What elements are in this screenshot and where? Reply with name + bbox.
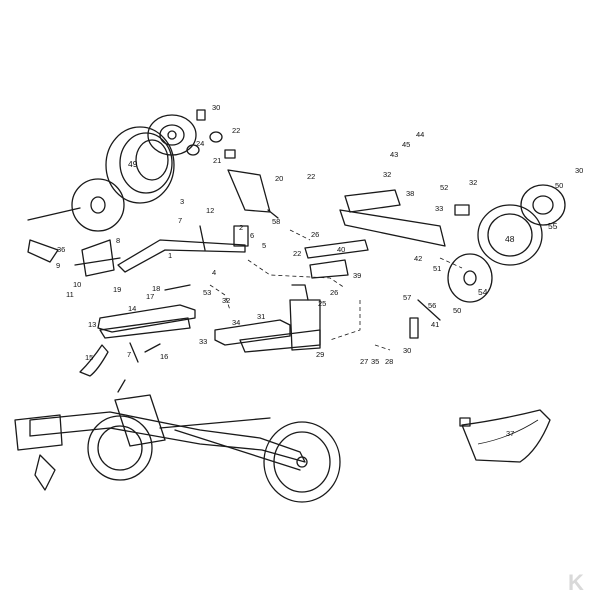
part-label: 34: [232, 318, 240, 327]
part-label: 22: [307, 172, 315, 181]
part-label: 7: [178, 216, 182, 225]
part-label: 26: [311, 230, 319, 239]
part-label: 21: [213, 156, 221, 165]
upper-frame-bar: [117, 225, 249, 273]
part-label: 25: [318, 299, 326, 308]
part-label: 36: [57, 245, 65, 254]
part-label: 48: [505, 234, 515, 244]
assembled-machine: [29, 379, 306, 471]
brand-logo: K: [568, 570, 584, 595]
part-labels: 30 22 24 49 21 20 22 3 12 7 58 2 6 5 1 8…: [56, 103, 583, 438]
assembled-tine-rotor: [14, 414, 63, 491]
middle-frame-left: [97, 284, 196, 339]
left-wheel-hub-rear: [147, 114, 197, 156]
part-label: 49: [128, 159, 138, 169]
left-wheel-tire: [105, 126, 175, 204]
part-label: 12: [206, 206, 214, 215]
part-label: 9: [56, 261, 60, 270]
part-label: 26: [330, 288, 338, 297]
part-label: 29: [316, 350, 324, 359]
right-wheel-hub: [520, 184, 566, 226]
part-label: 22: [232, 126, 240, 135]
left-tine-rotor: [27, 239, 121, 277]
part-label: 17: [146, 292, 154, 301]
right-wheel-rim: [447, 253, 493, 303]
part-label: 27: [360, 357, 368, 366]
part-label: 53: [203, 288, 211, 297]
right-wheel-tire: [477, 204, 543, 266]
part-label: 8: [116, 236, 120, 245]
part-label: 11: [66, 290, 74, 299]
part-label: 31: [257, 312, 265, 321]
part-label: 16: [160, 352, 168, 361]
part-label: 35: [371, 357, 379, 366]
part-label: 24: [196, 139, 204, 148]
part-label: 43: [390, 150, 398, 159]
part-label: 55: [548, 221, 558, 231]
hiller-blade: [459, 409, 551, 463]
part-label: 4: [212, 268, 216, 277]
part-label: 57: [403, 293, 411, 302]
part-label: 30: [212, 103, 220, 112]
assembly-guide-lines: [209, 229, 463, 351]
part-label: 14: [128, 304, 136, 313]
part-label: 50: [453, 306, 461, 315]
part-label: 54: [478, 287, 488, 297]
skid-plate: [79, 342, 161, 377]
part-label: 58: [272, 217, 280, 226]
part-label: 18: [152, 284, 160, 293]
part-label: 3: [180, 197, 184, 206]
part-label: 30: [403, 346, 411, 355]
part-label: 33: [435, 204, 443, 213]
part-label: 30: [575, 166, 583, 175]
part-label: 22: [293, 249, 301, 258]
part-label: 2: [239, 223, 243, 232]
part-label: 15: [85, 353, 93, 362]
left-wheel-bearing-parts: [186, 109, 236, 159]
part-label: 51: [433, 264, 441, 273]
part-label: 56: [428, 301, 436, 310]
left-wheel-rim-front: [27, 178, 125, 232]
part-label: 7: [127, 350, 131, 359]
part-label: 13: [88, 320, 96, 329]
part-label: 1: [168, 251, 172, 260]
assembled-front-wheel: [87, 415, 153, 481]
right-frame-bar: [304, 189, 446, 279]
right-axle-parts: [409, 204, 470, 339]
part-label: 42: [414, 254, 422, 263]
part-label: 10: [73, 280, 81, 289]
part-label: 52: [440, 183, 448, 192]
part-label: 41: [431, 320, 439, 329]
part-label: 32: [469, 178, 477, 187]
part-label: 50: [555, 181, 563, 190]
part-label: 20: [275, 174, 283, 183]
brand-logo-letter: K: [568, 570, 584, 595]
central-column: [227, 169, 279, 219]
part-label: 5: [262, 241, 266, 250]
part-label: 6: [250, 231, 254, 240]
part-label: 45: [402, 140, 410, 149]
part-label: 33: [199, 337, 207, 346]
middle-frame-right: [214, 284, 321, 353]
part-label: 40: [337, 245, 345, 254]
part-label: 32: [383, 170, 391, 179]
part-label: 28: [385, 357, 393, 366]
part-label: 32: [222, 296, 230, 305]
part-label: 44: [416, 130, 424, 139]
part-label: 37: [506, 429, 514, 438]
part-label: 39: [353, 271, 361, 280]
part-label: 38: [406, 189, 414, 198]
part-label: 19: [113, 285, 121, 294]
assembled-rear-wheel: [263, 421, 341, 503]
